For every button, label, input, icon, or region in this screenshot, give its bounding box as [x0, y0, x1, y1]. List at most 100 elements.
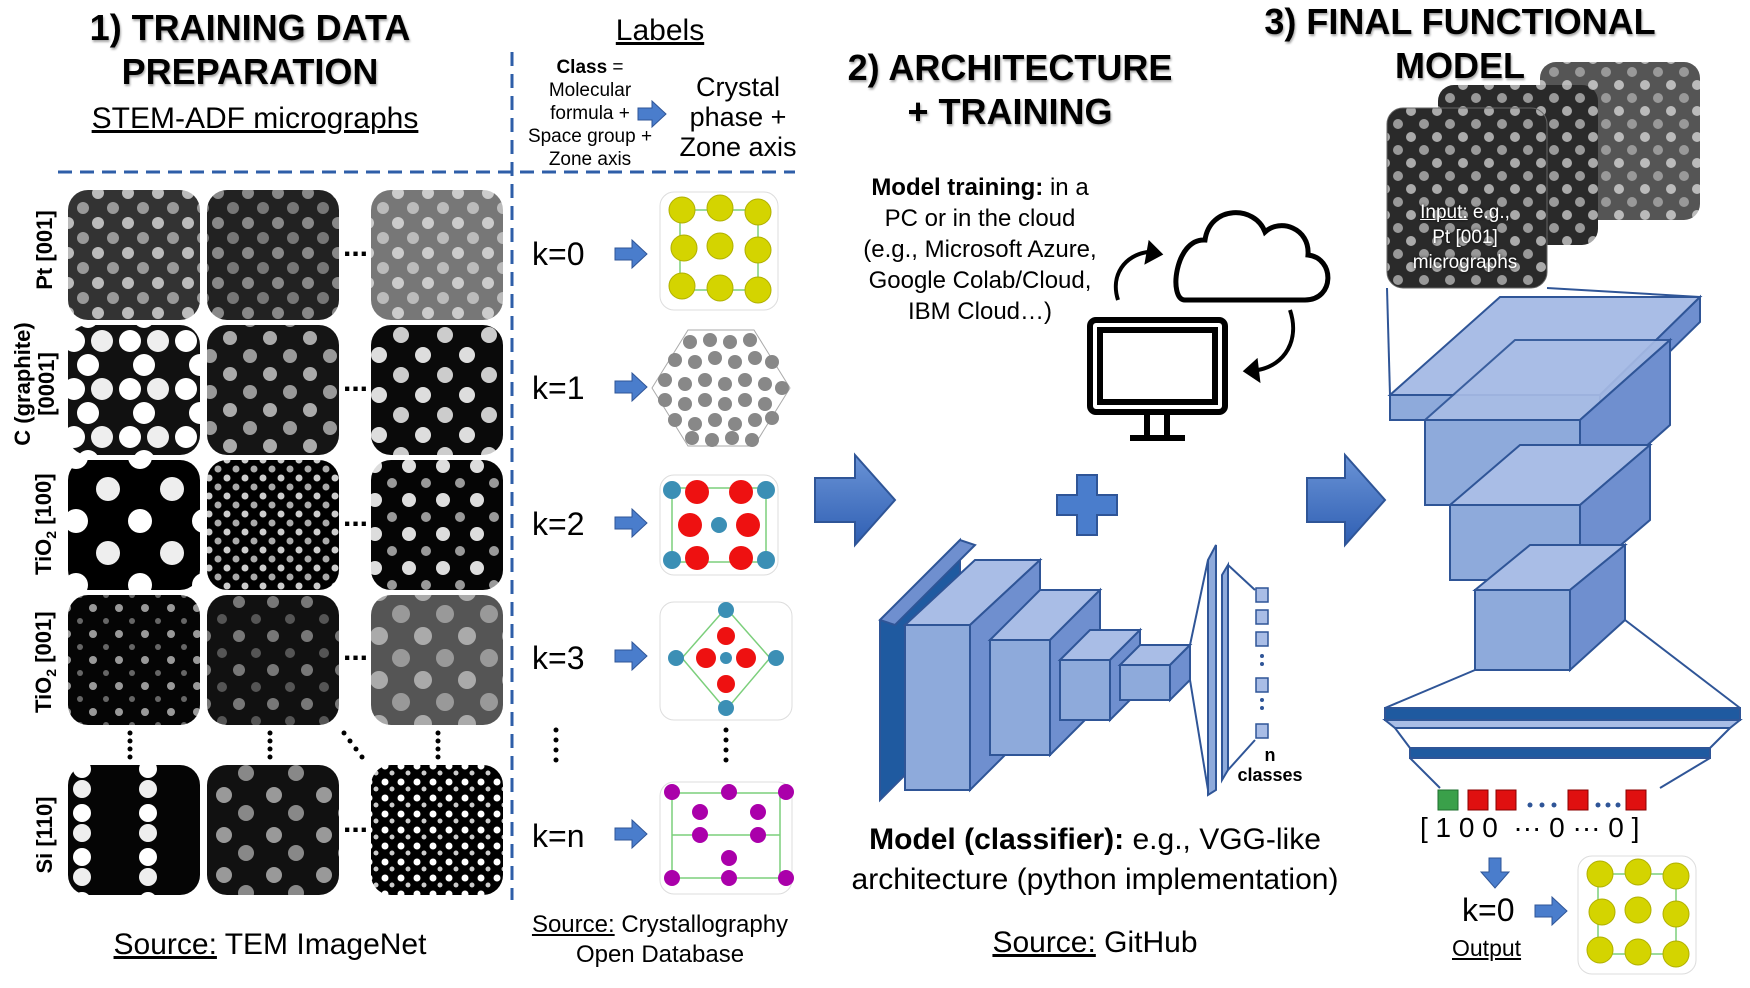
micrograph-tio2-001-2: [207, 595, 339, 725]
ellipsis-row5: ...: [343, 806, 369, 839]
section2-source: Source: GitHub: [940, 926, 1250, 960]
micrograph-graphite-3: [371, 325, 503, 455]
section1-subtitle: STEM-ADF micrographs: [91, 102, 419, 135]
section1-source-text: TEM ImageNet: [216, 928, 427, 961]
model-description-bold: Model (classifier):: [869, 823, 1125, 856]
cnn-node-ellipsis: [1260, 654, 1264, 710]
section1-title-line2: PREPARATION: [121, 51, 379, 92]
crystal-k1-graphite: [651, 329, 791, 447]
input-caption-line2: Pt [001]: [1432, 227, 1498, 248]
cnn-output-nodes: [1255, 587, 1269, 739]
output-cube-ellipsis: [1527, 802, 1621, 808]
ellipsis-row4: ...: [343, 634, 369, 667]
input-caption-line3: micrographs: [1412, 252, 1518, 273]
computer-icon: [1087, 317, 1228, 441]
section3-title: 3) FINAL FUNCTIONAL MODEL: [1250, 0, 1670, 88]
output-label: Output: [1452, 935, 1522, 961]
training-description: Model training: in a PC or in the cloud …: [835, 172, 1125, 327]
section1-title-line1: 1) TRAINING DATA: [89, 7, 411, 48]
labels-source-line1: Crystallography: [614, 911, 789, 938]
class-definition: Class = Molecular formula + Space group …: [510, 56, 670, 171]
class-definition-rest: =: [607, 57, 624, 78]
training-description-line2: PC or in the cloud: [884, 205, 1076, 232]
input-caption-prefix: Input:: [1420, 202, 1468, 223]
arrow-k1: [614, 371, 648, 403]
crystal-kn: [659, 781, 794, 895]
target-definition-line1: Crystal: [695, 72, 780, 102]
model-description: Model (classifier): e.g., VGG-like archi…: [815, 820, 1375, 900]
input-micrograph-stack: [1386, 62, 1700, 289]
target-definition-line2: phase +: [689, 102, 787, 132]
model-description-rest: e.g., VGG-like: [1124, 823, 1321, 856]
section2-title-line1: 2) ARCHITECTURE: [847, 47, 1173, 88]
ellipsis-row1: ...: [343, 230, 369, 263]
arrow-class-to-target: [637, 99, 667, 129]
crystal-k0-pt: [659, 191, 779, 311]
section1-source: Source: TEM ImageNet: [70, 928, 470, 962]
micrograph-graphite-2: [207, 325, 339, 455]
arrow-k3: [614, 640, 648, 672]
micrograph-tio2-001-1: [68, 595, 200, 725]
training-description-rest: in a: [1043, 174, 1089, 201]
labels-source-prefix: Source:: [531, 911, 615, 938]
cnn-model-diagram: [878, 537, 1256, 803]
input-caption-rest: e.g.,: [1467, 202, 1510, 223]
vertical-ellipsis-group: [127, 730, 441, 760]
k-label-n: k=n: [532, 818, 585, 854]
output-vector: [ 1 0 0 ··· 0 ··· 0 ]: [1420, 812, 1640, 843]
output-right-arrow: [1534, 895, 1568, 927]
micrograph-tio2-001-3: [371, 595, 503, 725]
training-description-bold: Model training:: [871, 174, 1044, 201]
ellipsis-row3: ...: [343, 500, 369, 533]
big-arrow-1: [814, 452, 897, 548]
class-definition-bold: Class: [556, 57, 608, 78]
cloud-icon: [1173, 210, 1331, 303]
section1-title: 1) TRAINING DATA PREPARATION: [60, 6, 440, 94]
k-label-3: k=3: [532, 640, 585, 676]
k-vertical-ellipsis: [553, 727, 729, 763]
arrow-kn: [614, 818, 648, 850]
output-cubes: [1437, 789, 1647, 811]
class-definition-line3: formula +: [550, 103, 630, 124]
classes-label: classes: [1237, 765, 1303, 785]
output-crystal-pt: [1577, 855, 1697, 975]
n-label: n: [1264, 745, 1276, 765]
k-label-2: k=2: [532, 506, 585, 542]
labels-header: Labels: [615, 14, 705, 47]
target-definition: Crystal phase + Zone axis: [668, 72, 808, 162]
training-description-line4: Google Colab/Cloud,: [868, 267, 1092, 294]
k-label-0: k=0: [532, 236, 585, 272]
class-definition-line5: Zone axis: [548, 149, 632, 170]
micrograph-si110-3: [371, 765, 503, 895]
k-label-1: k=1: [532, 370, 585, 406]
section2-source-prefix: Source:: [992, 926, 1096, 959]
section3-title-line2: MODEL: [1395, 45, 1525, 86]
target-definition-line3: Zone axis: [679, 132, 797, 162]
crystal-k3-tio2: [659, 601, 793, 721]
class-definition-line2: Molecular: [548, 80, 632, 101]
micrograph-pt001-3: [371, 190, 503, 320]
micrograph-tio2-100-3: [371, 460, 503, 590]
training-description-line5: IBM Cloud…): [907, 298, 1053, 325]
output-down-arrow: [1479, 857, 1511, 889]
labels-source-line2: Open Database: [575, 941, 745, 968]
micrograph-graphite-1: [68, 325, 200, 455]
micrograph-si110-2: [207, 765, 339, 895]
arrow-k2: [614, 507, 648, 539]
final-model-funnel: [1382, 287, 1743, 789]
class-definition-line4: Space group +: [527, 126, 653, 147]
section2-title: 2) ARCHITECTURE + TRAINING: [830, 46, 1190, 134]
output-k-label: k=0: [1462, 892, 1515, 928]
plus-icon: [1056, 474, 1118, 536]
micrograph-pt001-1: [68, 190, 200, 320]
model-description-line2: architecture (python implementation): [851, 863, 1339, 896]
sync-arrows-icon: [1113, 239, 1296, 384]
crystal-k2-tio2: [659, 474, 779, 576]
section2-title-line2: + TRAINING: [907, 91, 1113, 132]
micrograph-tio2-100-2: [207, 460, 339, 590]
